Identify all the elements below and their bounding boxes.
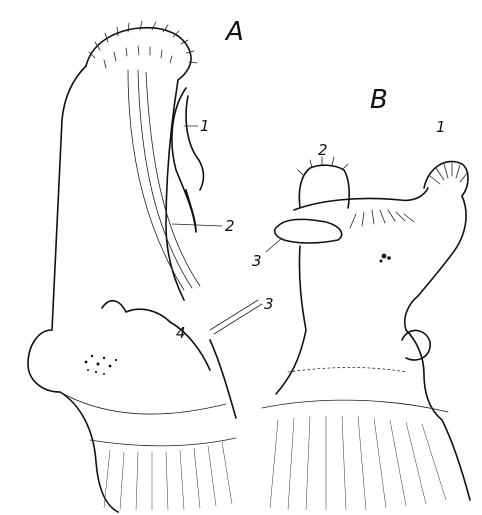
callout-b2: 2 (318, 141, 328, 159)
callout-a2-leader (172, 224, 222, 226)
panel-a-drawing (28, 21, 262, 512)
callout-b3-leader (266, 238, 282, 252)
callout-a3: 3 (264, 295, 274, 313)
callout-b1: 1 (436, 118, 446, 136)
panel-b-drawing (262, 157, 470, 510)
callout-a4: 4 (176, 324, 186, 342)
callout-a2: 2 (225, 217, 235, 235)
callout-a1: 1 (200, 117, 210, 135)
panel-b-letter: B (370, 85, 388, 115)
panel-a-letter: A (224, 17, 244, 47)
callout-b3: 3 (252, 252, 262, 270)
